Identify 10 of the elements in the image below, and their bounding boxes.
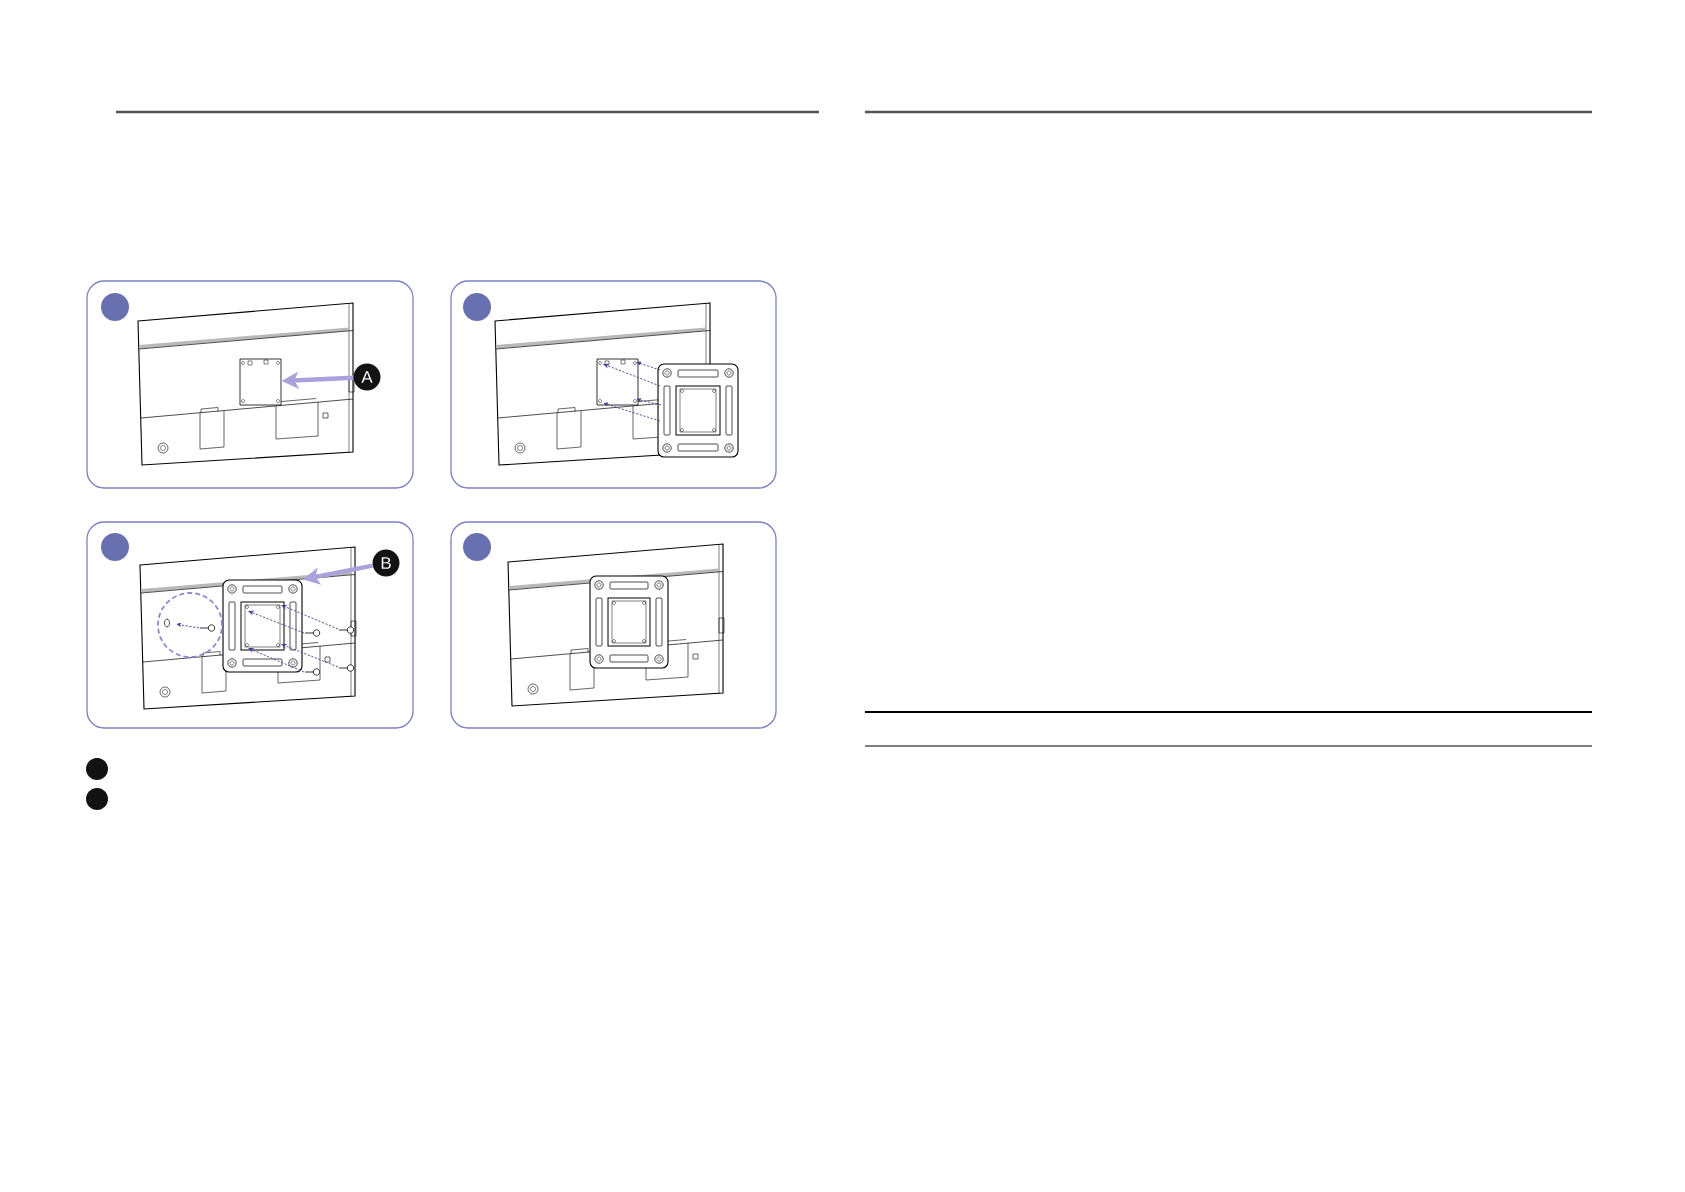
step-badge xyxy=(101,533,129,561)
step-badge xyxy=(463,533,491,561)
mounting-plate xyxy=(239,358,282,406)
callout-letter: B xyxy=(372,549,400,577)
step-badge xyxy=(101,293,129,321)
wall-mount-bracket xyxy=(222,579,303,673)
bullet-dot xyxy=(86,788,108,810)
bullet-dot xyxy=(86,758,108,780)
callout-letter: A xyxy=(353,363,381,391)
step-badge xyxy=(463,293,491,321)
